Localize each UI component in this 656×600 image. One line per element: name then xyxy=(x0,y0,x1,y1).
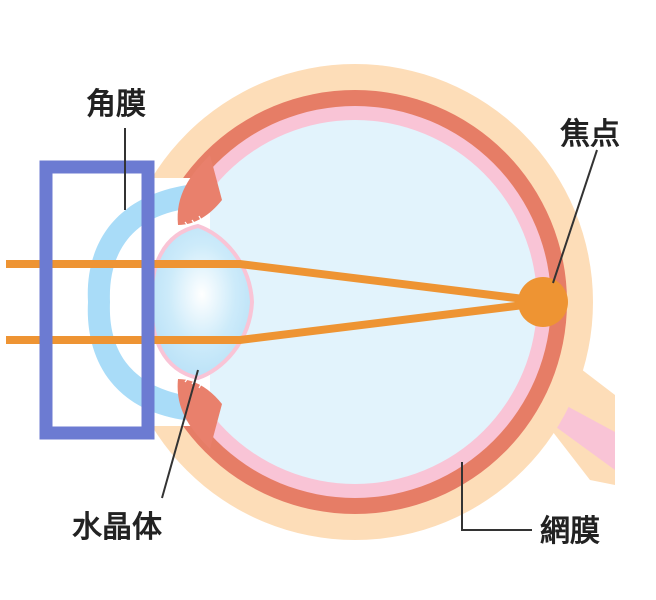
vitreous-body xyxy=(173,120,537,484)
light-rays xyxy=(6,260,541,344)
ciliary-muscle-top xyxy=(177,155,222,225)
cornea-highlight-frame xyxy=(39,160,155,440)
leader-lines xyxy=(124,128,598,531)
cornea xyxy=(87,183,205,422)
light-ray-upper xyxy=(6,260,541,305)
lens-label: 水晶体 xyxy=(72,510,163,545)
ciliary-body xyxy=(177,155,222,449)
retina-leader-line xyxy=(461,462,532,531)
cornea-label: 角膜 xyxy=(86,87,146,122)
focal-point-label: 焦点 xyxy=(560,117,620,152)
focal-point-leader-line xyxy=(552,149,598,284)
focal-point-marker xyxy=(518,277,568,327)
retina-label: 網膜 xyxy=(540,514,600,549)
light-ray-lower xyxy=(6,299,541,344)
lens-leader-line xyxy=(161,369,199,499)
ciliary-muscle-bottom xyxy=(177,379,222,449)
